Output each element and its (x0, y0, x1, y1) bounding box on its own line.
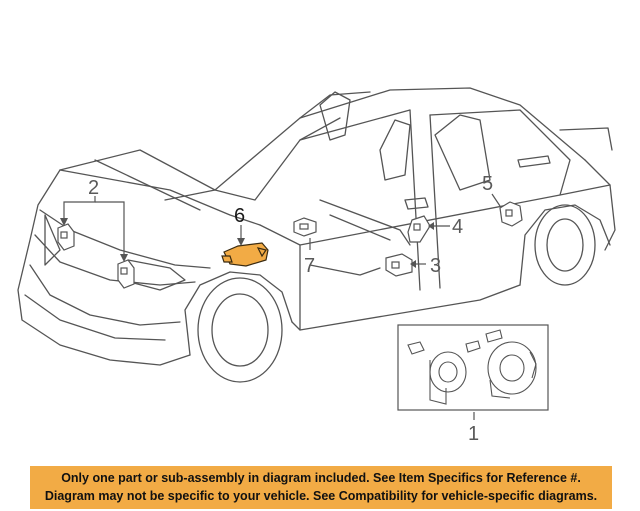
sensor-4 (407, 215, 431, 243)
leader-lines (63, 193, 501, 420)
callout-1: 1 (468, 423, 479, 445)
front-sensor-left (57, 223, 75, 251)
callout-3: 3 (430, 255, 441, 277)
disclaimer-banner: Only one part or sub-assembly in diagram… (30, 466, 612, 509)
airbag-sensor-highlighted (221, 242, 269, 267)
sensor-3 (385, 253, 413, 277)
sensor-5 (499, 201, 523, 227)
callout-5: 5 (482, 173, 493, 195)
disclaimer-line-2: Diagram may not be specific to your vehi… (44, 489, 598, 503)
clockspring-inset (397, 324, 549, 411)
callout-4: 4 (452, 216, 463, 238)
front-sensor-right (117, 259, 135, 289)
sensor-7 (293, 217, 317, 237)
callout-7: 7 (304, 255, 315, 277)
disclaimer-line-1: Only one part or sub-assembly in diagram… (61, 471, 581, 485)
leader-arrowheads (60, 218, 434, 268)
car-outline (17, 87, 616, 383)
callout-2: 2 (88, 177, 99, 199)
callout-6: 6 (234, 205, 245, 227)
